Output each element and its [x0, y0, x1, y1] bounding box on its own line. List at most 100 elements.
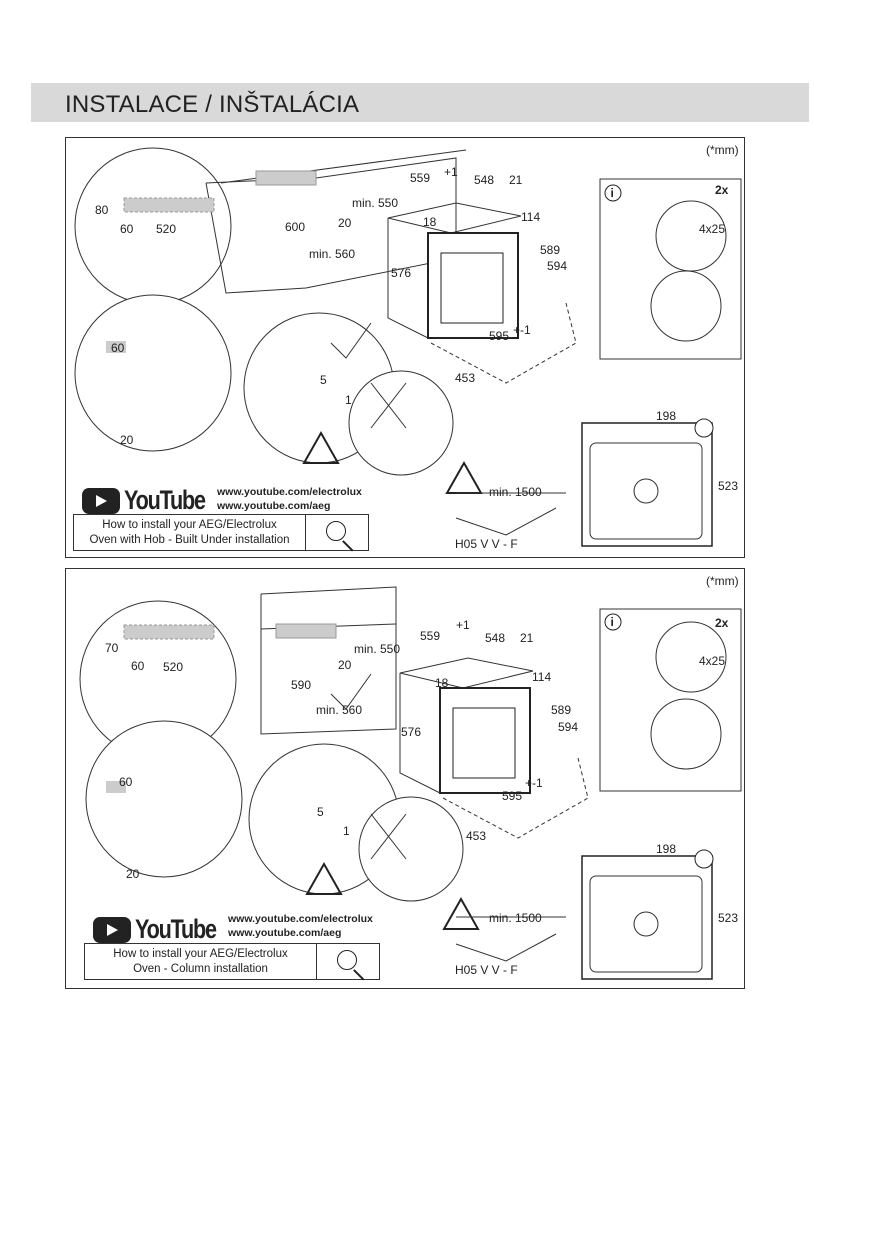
dimension-label-w: 523 — [718, 911, 738, 925]
dimension-label-h: 559 — [420, 629, 440, 643]
dimension-label-t: 60 — [119, 775, 133, 789]
dimension-label-r: 5 — [317, 805, 324, 819]
checkmark-icon — [330, 673, 372, 710]
dimension-label-m: 589 — [540, 243, 560, 257]
detail-circle-wrong — [348, 370, 454, 476]
dimension-label-m: 589 — [551, 703, 571, 717]
dimension-label-s: 1 — [343, 824, 350, 838]
warning-icon — [302, 430, 340, 464]
multiplier-label: 2x — [715, 183, 729, 197]
cable — [455, 933, 557, 962]
dimension-label-t: 60 — [111, 341, 125, 355]
dimension-label-l: 114 — [532, 670, 551, 684]
burner — [633, 911, 659, 937]
search-icon — [317, 944, 379, 981]
detail-circle-bracket — [650, 698, 722, 770]
warning-icon — [442, 896, 480, 930]
dimension-label-q: 453 — [455, 371, 475, 385]
tolerance-label: +-1 — [513, 323, 531, 337]
youtube-urls: www.youtube.com/electrolux www.youtube.co… — [217, 485, 362, 513]
dimension-label-d: 590 — [291, 678, 311, 692]
unit-label: (*mm) — [706, 143, 739, 157]
tolerance-label: +1 — [456, 618, 470, 632]
dimension-label-j: 21 — [509, 173, 523, 187]
youtube-urls: www.youtube.com/electrolux www.youtube.co… — [228, 912, 373, 940]
dimension-label-k: 18 — [435, 676, 449, 690]
dimension-label-x: min. 1500 — [489, 911, 542, 925]
url-aeg[interactable]: www.youtube.com/aeg — [228, 927, 342, 939]
info-icon-glyph: i — [611, 615, 614, 629]
url-electrolux[interactable]: www.youtube.com/electrolux — [217, 486, 362, 498]
dimension-label-s: 1 — [345, 393, 352, 407]
section-header: INSTALACE / INŠTALÁCIA — [31, 83, 809, 122]
dimension-label-y: H05 V V - F — [455, 963, 518, 977]
detail-circle-screw — [655, 621, 727, 693]
multiplier-label: 2x — [715, 616, 729, 630]
dimension-label-n: 594 — [547, 259, 567, 273]
dimension-label-p: 595 — [502, 789, 522, 803]
dimension-label-c: 520 — [163, 660, 183, 674]
cable — [455, 507, 557, 536]
hob-rear-view — [581, 422, 713, 547]
detail-circle-bracket — [650, 270, 722, 342]
dimension-label-c: 520 — [156, 222, 176, 236]
oven-door-window — [440, 252, 504, 324]
unit-label: (*mm) — [706, 574, 739, 588]
detail-circle-screw — [655, 200, 727, 272]
dimension-label-a: 80 — [95, 203, 109, 217]
checkmark-icon — [330, 322, 372, 359]
dimension-label-v: 198 — [656, 842, 676, 856]
cross-icon — [370, 813, 407, 860]
tolerance-label: +1 — [444, 165, 458, 179]
dimension-label-f: 20 — [338, 658, 352, 672]
dimension-label-j: 21 — [520, 631, 534, 645]
connection-area — [123, 197, 215, 213]
dimension-label-d: 600 — [285, 220, 305, 234]
play-icon — [82, 487, 120, 514]
dimension-label-i: 548 — [474, 173, 494, 187]
electric-icon — [694, 849, 714, 869]
play-icon — [93, 916, 131, 943]
gap-marker — [106, 341, 126, 353]
dimension-label-k: 18 — [423, 215, 437, 229]
dimension-label-p: 595 — [489, 329, 509, 343]
dimension-label-h: 559 — [410, 171, 430, 185]
dimension-label-q: 453 — [466, 829, 486, 843]
youtube-logo: YouTube — [82, 485, 214, 516]
dimension-label-u: 20 — [120, 433, 134, 447]
dimension-label-f: 20 — [338, 216, 352, 230]
floor-outline — [442, 757, 589, 839]
dimension-label-o: 576 — [391, 266, 411, 280]
url-electrolux[interactable]: www.youtube.com/electrolux — [228, 913, 373, 925]
screw-size-label: 4x25 — [699, 222, 725, 236]
cabinet-outline — [260, 586, 397, 735]
electric-icon — [694, 418, 714, 438]
dimension-label-r: 5 — [320, 373, 327, 387]
detail-circle-side — [85, 720, 243, 878]
dimension-label-a: 70 — [105, 641, 119, 655]
dimension-label-u: 20 — [126, 867, 140, 881]
dimension-label-y: H05 V V - F — [455, 537, 518, 551]
dimension-label-n: 594 — [558, 720, 578, 734]
url-aeg[interactable]: www.youtube.com/aeg — [217, 500, 331, 512]
warning-icon — [445, 460, 483, 494]
oven-door-window — [452, 707, 516, 779]
oven-top — [387, 202, 522, 234]
screw-size-label: 4x25 — [699, 654, 725, 668]
dimension-label-w: 523 — [718, 479, 738, 493]
dimension-label-i: 548 — [485, 631, 505, 645]
gap-marker — [106, 781, 126, 793]
oven-side — [399, 673, 441, 794]
detail-circle-wrong — [358, 796, 464, 902]
hob-grid — [589, 442, 703, 540]
search-icon — [306, 515, 368, 552]
cutout-area — [275, 623, 337, 639]
dimension-label-o: 576 — [401, 725, 421, 739]
